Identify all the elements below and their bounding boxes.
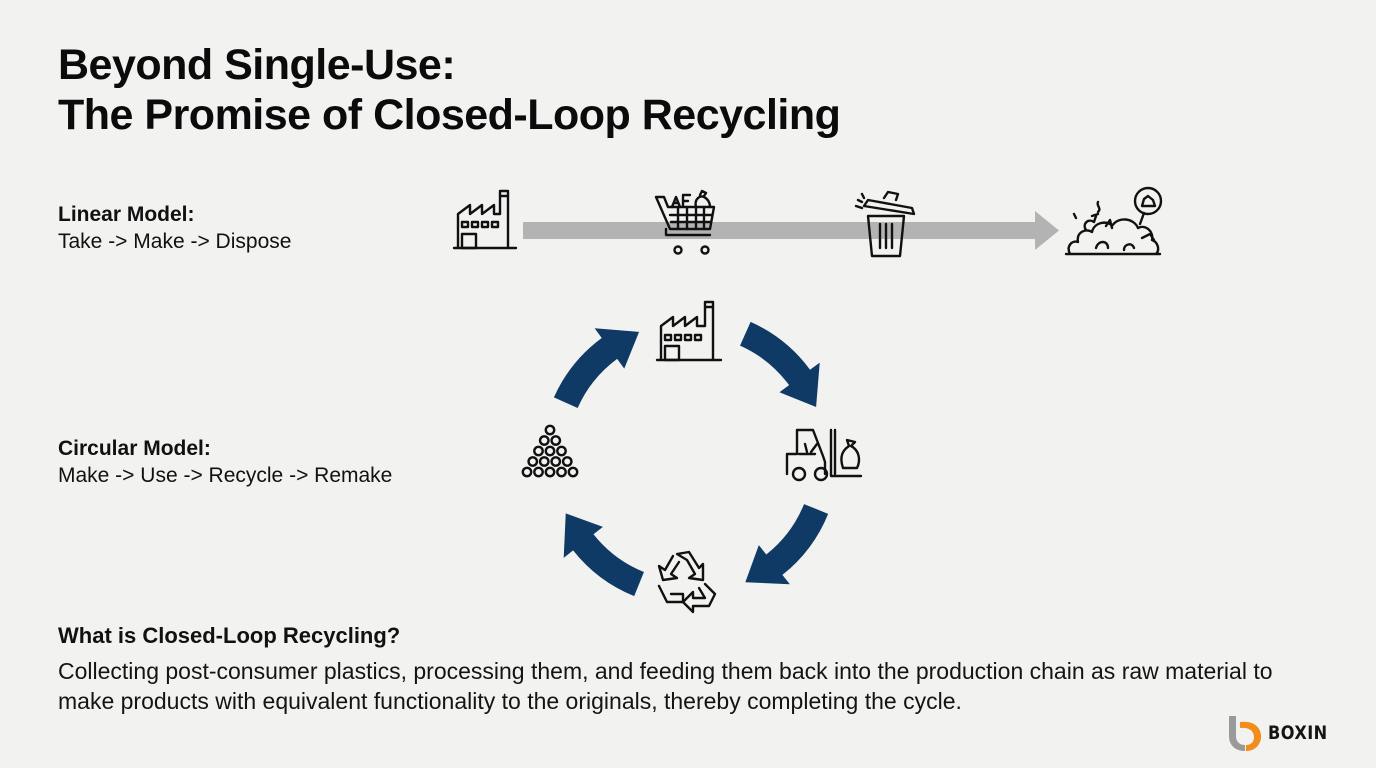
pellet: [556, 466, 567, 478]
circular-model-flow: Make -> Use -> Recycle -> Remake: [58, 464, 393, 487]
cycle-arrow-recycle-to-remake: [563, 513, 644, 597]
pellet: [550, 456, 562, 467]
forklift-with-bag-icon: [785, 428, 863, 482]
pellet: [527, 456, 539, 467]
shopping-cart-icon: [654, 189, 716, 255]
pellet: [567, 466, 579, 478]
pellet: [561, 456, 573, 467]
recycle-icon: [657, 550, 717, 614]
definition-heading: What is Closed-Loop Recycling?: [58, 623, 401, 648]
pellet: [521, 466, 533, 478]
brand-logo: BOXIN: [1226, 714, 1338, 752]
circular-cycle: [553, 321, 829, 597]
circular-model-heading: Circular Model:: [58, 437, 211, 460]
brand-name: BOXIN: [1268, 722, 1328, 744]
circular-model-label: Circular Model: Make -> Use -> Recycle -…: [58, 435, 392, 489]
linear-arrow-head: [1035, 211, 1059, 250]
pellet: [544, 466, 556, 478]
linear-model-label: Linear Model: Take -> Make -> Dispose: [58, 201, 291, 255]
linear-model-flow: Take -> Make -> Dispose: [58, 230, 292, 253]
cycle-arrow-use-to-recycle: [745, 504, 829, 585]
boxin-logo-icon: [1229, 716, 1262, 751]
pellet: [544, 445, 556, 457]
pellet: [550, 435, 562, 446]
landfill-icon: [1064, 186, 1163, 256]
linear-arrow: [523, 211, 1059, 250]
linear-arrow-shaft: [523, 222, 1038, 239]
factory-icon: [452, 189, 518, 250]
linear-model-heading: Linear Model:: [58, 203, 195, 226]
pellet: [556, 445, 567, 457]
page-title: Beyond Single-Use: The Promise of Closed…: [58, 40, 841, 140]
title-line-1: Beyond Single-Use:: [58, 41, 456, 89]
title-line-2: The Promise of Closed-Loop Recycling: [58, 91, 841, 139]
plastic-pellets-icon: [521, 424, 579, 478]
cycle-arrow-make-to-use: [740, 321, 820, 408]
pellet: [533, 466, 544, 478]
definition-body: Collecting post-consumer plastics, proce…: [58, 658, 1273, 714]
cycle-arrow-remake-to-make: [553, 328, 640, 408]
pellet: [544, 424, 556, 436]
cycle-factory-icon: [655, 300, 723, 362]
pellet: [538, 435, 550, 446]
pellet: [538, 456, 550, 467]
definition-section: What is Closed-Loop Recycling? Collectin…: [58, 622, 1298, 716]
trash-can-icon: [854, 190, 916, 258]
pellet: [533, 445, 544, 457]
